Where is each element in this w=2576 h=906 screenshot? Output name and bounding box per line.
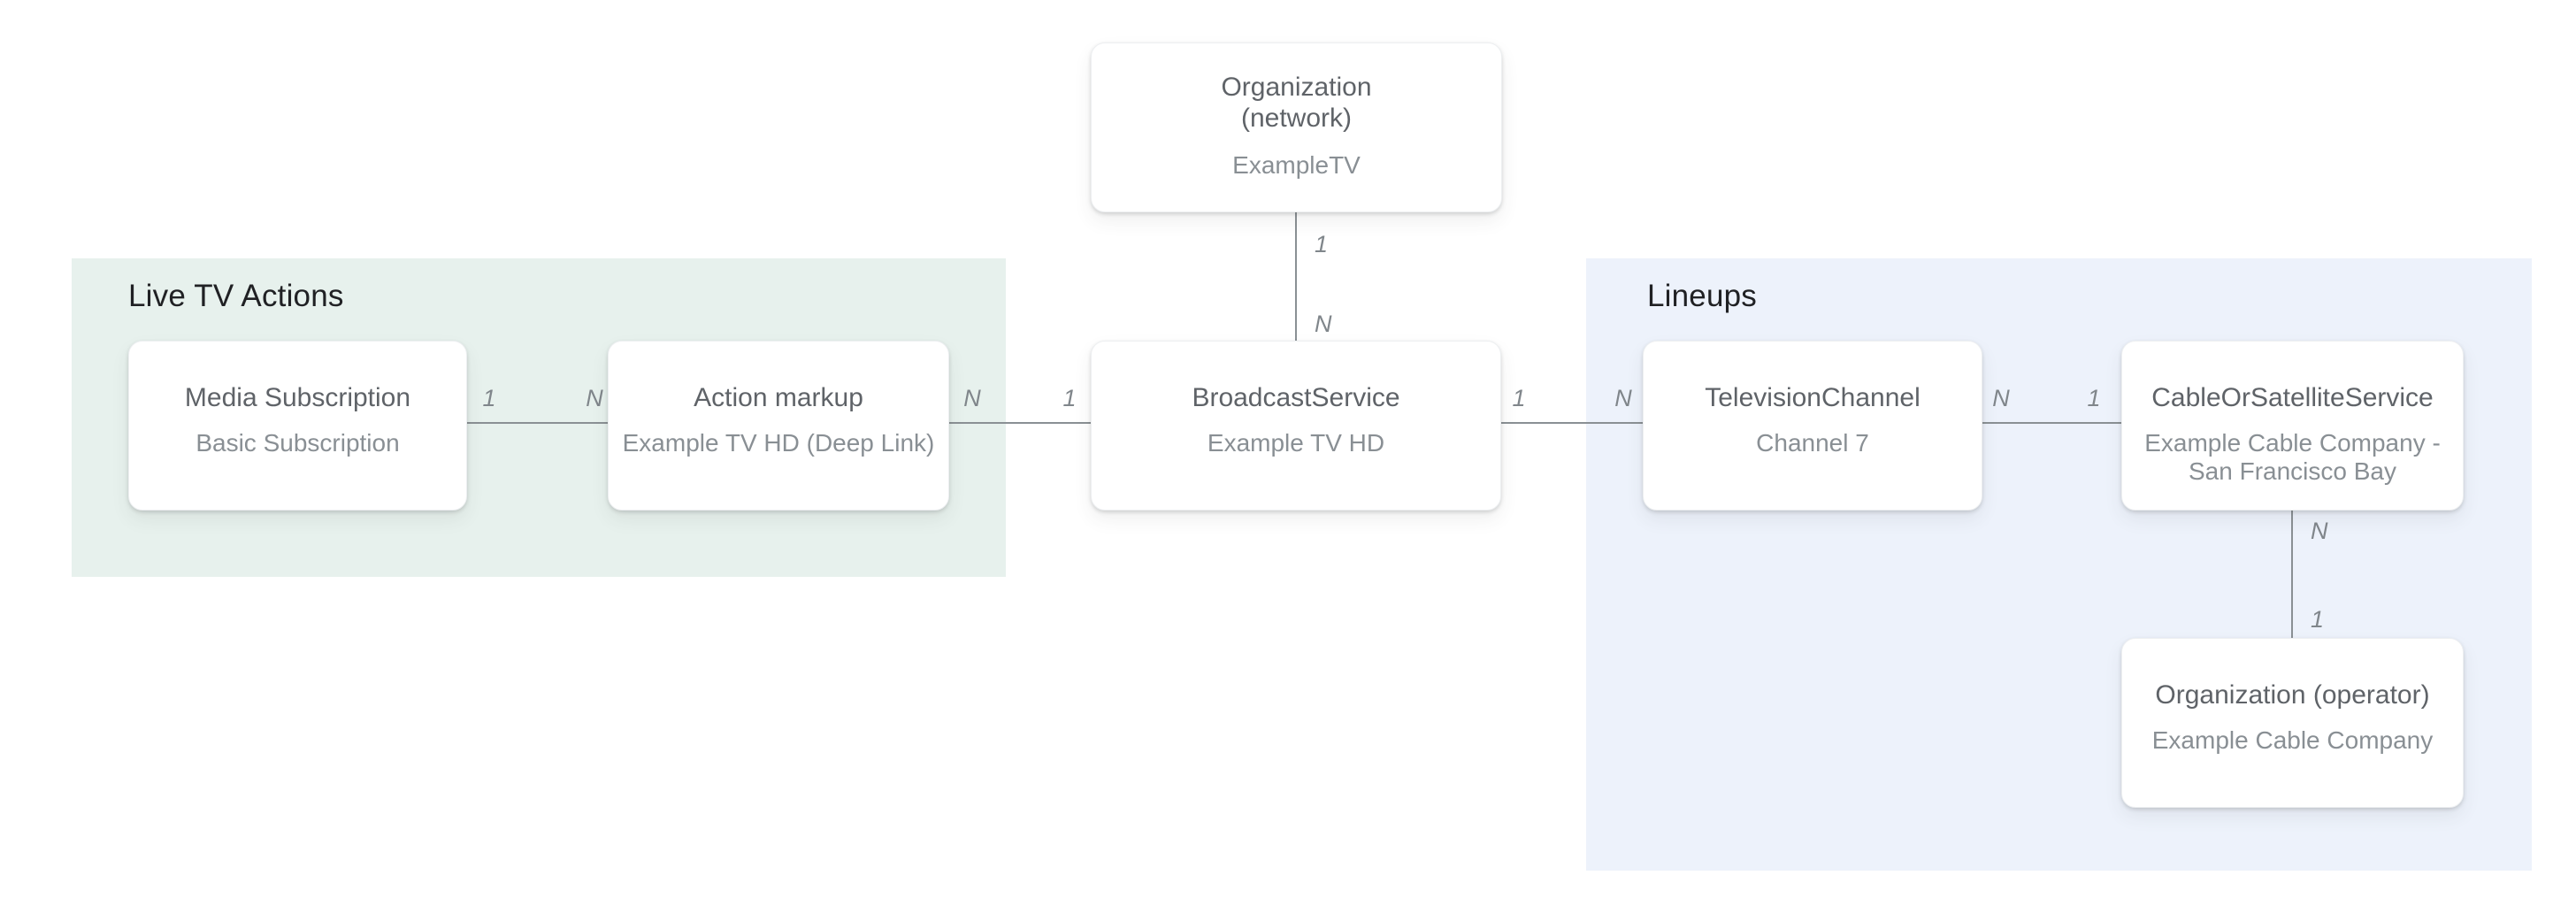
node-title: BroadcastService: [1192, 383, 1400, 412]
cardinality-label: 1: [2087, 385, 2101, 411]
edge-network-to-broadcast-line: [1295, 212, 1297, 341]
node-subtitle: Example Cable Company - San Francisco Ba…: [2144, 429, 2441, 485]
node-title: Action markup: [694, 383, 863, 412]
node-title: Media Subscription: [184, 383, 411, 412]
edge-broadcast-to-channel-line: [1501, 422, 1643, 424]
node-subtitle: Example TV HD (Deep Link): [622, 429, 935, 457]
cardinality-label: 1: [1315, 231, 1329, 257]
node-organization-operator: Organization (operator) Example Cable Co…: [2121, 638, 2464, 808]
cardinality-label: N: [963, 385, 981, 411]
node-media-subscription: Media Subscription Basic Subscription: [128, 341, 467, 511]
cardinality-label: 1: [482, 385, 496, 411]
node-broadcast-service: BroadcastService Example TV HD: [1091, 341, 1501, 511]
node-title: CableOrSatelliteService: [2151, 383, 2434, 412]
edge-action-to-broadcast-line: [949, 422, 1091, 424]
node-subtitle: ExampleTV: [1232, 151, 1361, 179]
node-organization-network: Organization (network) ExampleTV: [1091, 42, 1502, 212]
cardinality-label: 1: [1512, 385, 1526, 411]
node-subtitle: Example Cable Company: [2151, 726, 2434, 754]
edge-channel-to-cable-line: [1982, 422, 2121, 424]
node-subtitle: Basic Subscription: [196, 429, 400, 457]
group-label-lineups: Lineups: [1647, 279, 1758, 313]
node-television-channel: TelevisionChannel Channel 7: [1643, 341, 1982, 511]
edge-cable-to-operator-line: [2291, 511, 2293, 638]
cardinality-label: N: [1315, 311, 1332, 337]
cardinality-label: N: [586, 385, 603, 411]
node-cable-or-satellite-service: CableOrSatelliteService Example Cable Co…: [2121, 341, 2464, 511]
cardinality-label: N: [1614, 385, 1632, 411]
node-title: Organization (operator): [2155, 680, 2430, 710]
node-action-markup: Action markup Example TV HD (Deep Link): [608, 341, 949, 511]
group-label-live-tv-actions: Live TV Actions: [128, 279, 344, 313]
node-subtitle: Example TV HD: [1207, 429, 1385, 457]
cardinality-label: 1: [1062, 385, 1077, 411]
edge-media-to-action-line: [467, 422, 608, 424]
node-title: Organization (network): [1221, 73, 1372, 133]
cardinality-label: N: [1992, 385, 2010, 411]
node-subtitle: Channel 7: [1756, 429, 1869, 457]
cardinality-label: 1: [2311, 606, 2325, 633]
node-title: TelevisionChannel: [1705, 383, 1920, 412]
cardinality-label: N: [2311, 518, 2328, 544]
